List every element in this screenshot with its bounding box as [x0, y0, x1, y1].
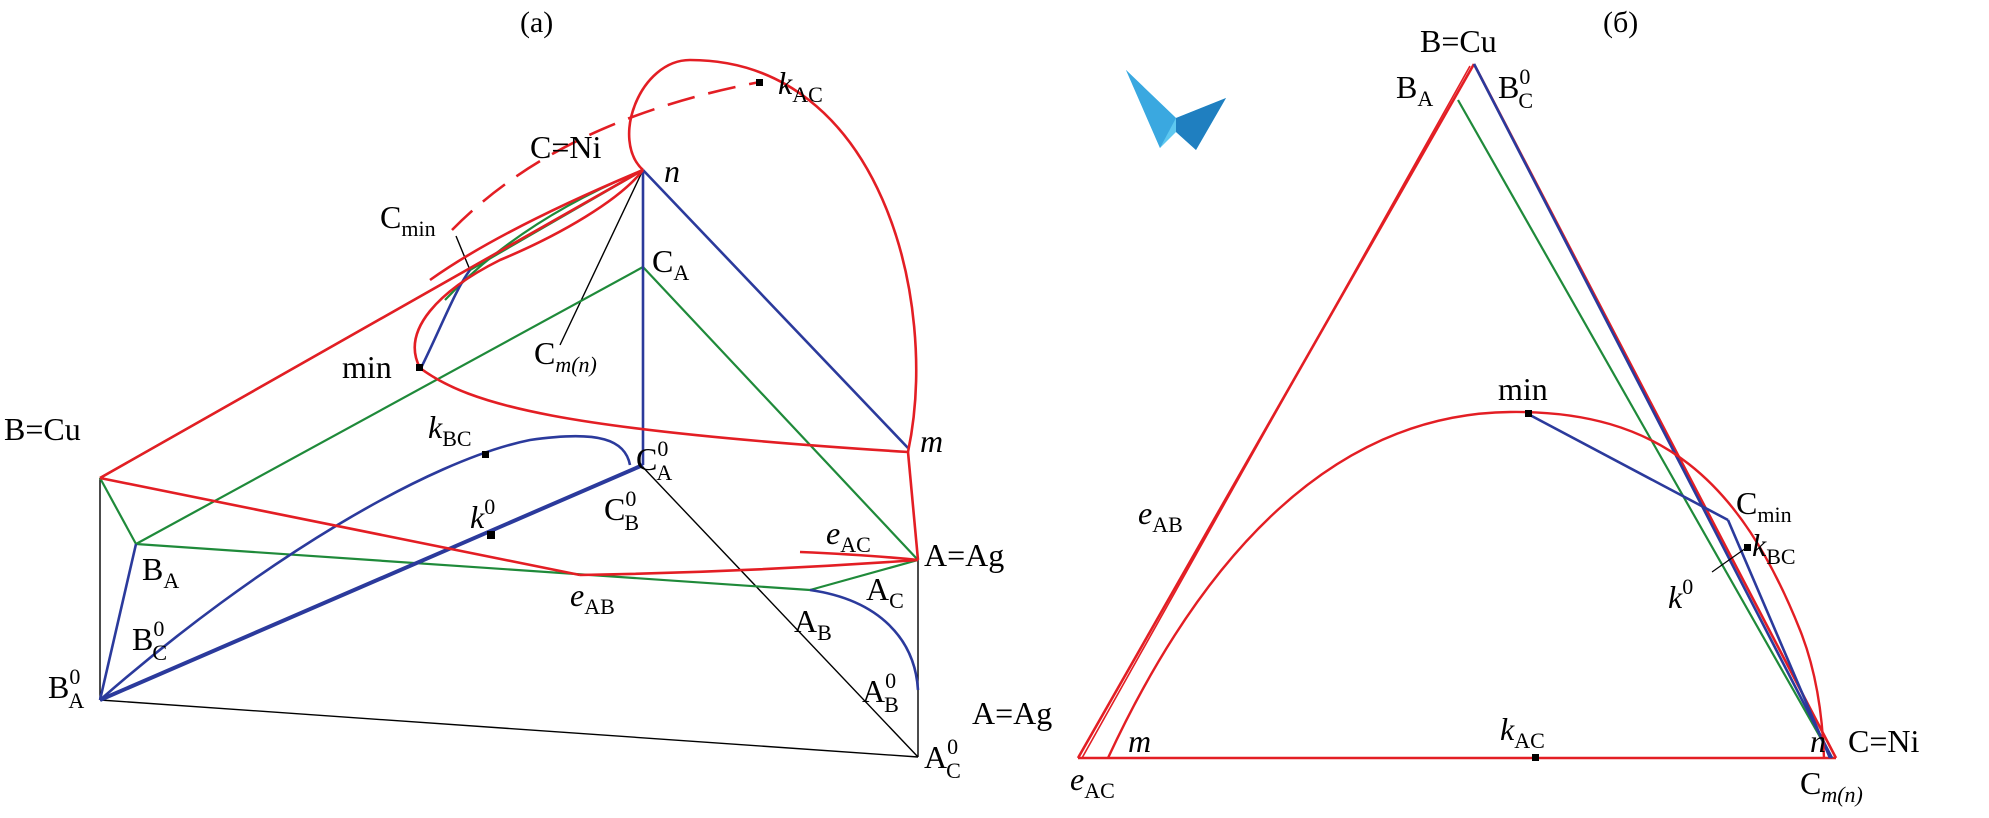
blue-min-cmin — [1527, 412, 1729, 522]
min-label: min — [342, 349, 392, 385]
c-ni-label: C=Ni — [530, 129, 602, 165]
eab-label-b: eAB — [1138, 495, 1183, 537]
red-m-a — [906, 451, 920, 561]
red-eac-a — [799, 550, 919, 562]
eab-label: eAB — [570, 577, 615, 619]
point-markers — [416, 79, 763, 539]
min-label-b: min — [1498, 371, 1548, 407]
triangle-edges — [1076, 63, 1838, 760]
a-ag-label-b: A=Ag — [972, 695, 1052, 731]
cmn-label-b: Cm(n) — [1800, 765, 1863, 807]
m-label: m — [920, 423, 943, 459]
green-b-ba — [99, 477, 137, 545]
green-ba-c — [1457, 99, 1833, 759]
k0-label-b: k0 — [1668, 574, 1693, 615]
kbc-marker-b — [1744, 544, 1751, 551]
blue-ba0-ba — [98, 543, 138, 701]
n-label: n — [664, 153, 680, 189]
eac-label-b: eAC — [1070, 761, 1115, 803]
k0-label: k0 — [470, 494, 495, 535]
blue-cmin-c — [1726, 519, 1832, 759]
b-cu-label-b: B=Cu — [1420, 23, 1497, 59]
kac-marker — [756, 79, 763, 86]
blue-lines — [98, 169, 920, 702]
green-ac-a — [809, 558, 919, 592]
red-min-m — [419, 366, 909, 454]
k0-leader — [1711, 547, 1747, 573]
red-lines — [99, 58, 920, 577]
frame-edge-bottom — [99, 699, 919, 758]
green-ca-a — [642, 266, 919, 561]
red-kac-loop — [627, 58, 918, 453]
cmin-leader — [455, 235, 471, 271]
ba-label: BA — [142, 551, 179, 593]
kac-label-b: kAC — [1500, 711, 1545, 753]
blue-kbc-curve — [99, 434, 632, 701]
red-b-eab — [99, 476, 581, 577]
panel-a-caption: (a) — [520, 6, 553, 39]
kbc-label-b: kBC — [1752, 527, 1796, 569]
prism-frame-lines — [99, 169, 919, 758]
red-b-c — [99, 168, 644, 480]
ba-label-b: BA — [1396, 69, 1433, 111]
edge-b-a-inner — [1081, 65, 1471, 759]
kac-label: kAC — [778, 65, 823, 107]
b-cu-label: B=Cu — [4, 411, 81, 447]
red-min-c — [413, 169, 645, 369]
red-dome-curve — [1106, 410, 1826, 759]
eac-label: eAC — [826, 515, 871, 557]
frame-diagonal — [637, 461, 919, 758]
red-dashed-kac — [451, 80, 761, 231]
software-logo-icon — [1126, 70, 1226, 150]
blue-min-cmin — [418, 269, 472, 371]
kac-marker-b — [1532, 754, 1539, 761]
c-ni-label-b: C=Ni — [1848, 723, 1920, 759]
a-ag-label: A=Ag — [924, 537, 1004, 573]
blue-b-c — [1472, 63, 1834, 759]
min-marker — [416, 364, 423, 371]
kbc-marker — [482, 451, 489, 458]
ca-label: CA — [652, 243, 689, 285]
panel-b-caption: (б) — [1603, 6, 1638, 39]
cmn-label: Cm(n) — [534, 335, 597, 377]
blue-ab-curve — [809, 588, 920, 691]
blue-n-m — [642, 169, 909, 449]
ac-label: AC — [866, 571, 904, 613]
n-label-b: n — [1810, 723, 1826, 759]
blue-thick-ba0-ca0 — [99, 463, 644, 702]
cmin-label-b: Cmin — [1736, 485, 1792, 527]
min-marker-b — [1525, 410, 1532, 417]
cmin-label: Cmin — [380, 199, 436, 241]
green-ba-ca — [135, 266, 644, 545]
red-eab-a — [579, 558, 919, 577]
k0-marker — [487, 531, 495, 539]
cmn-leader — [559, 169, 644, 346]
red-c-inner — [429, 168, 644, 282]
green-c-curve — [444, 168, 644, 301]
green-lines-b — [1457, 99, 1833, 759]
ab-label: AB — [794, 603, 832, 645]
m-label-b: m — [1128, 723, 1151, 759]
point-markers-b — [1525, 410, 1751, 761]
blue-lines-b — [1472, 63, 1834, 759]
panel-a: (a) kAC C=Ni n Cmin CA min Cm(n) B=Cu kB… — [4, 6, 1004, 783]
green-ba-ac — [135, 542, 811, 592]
kbc-label: kBC — [428, 409, 472, 451]
